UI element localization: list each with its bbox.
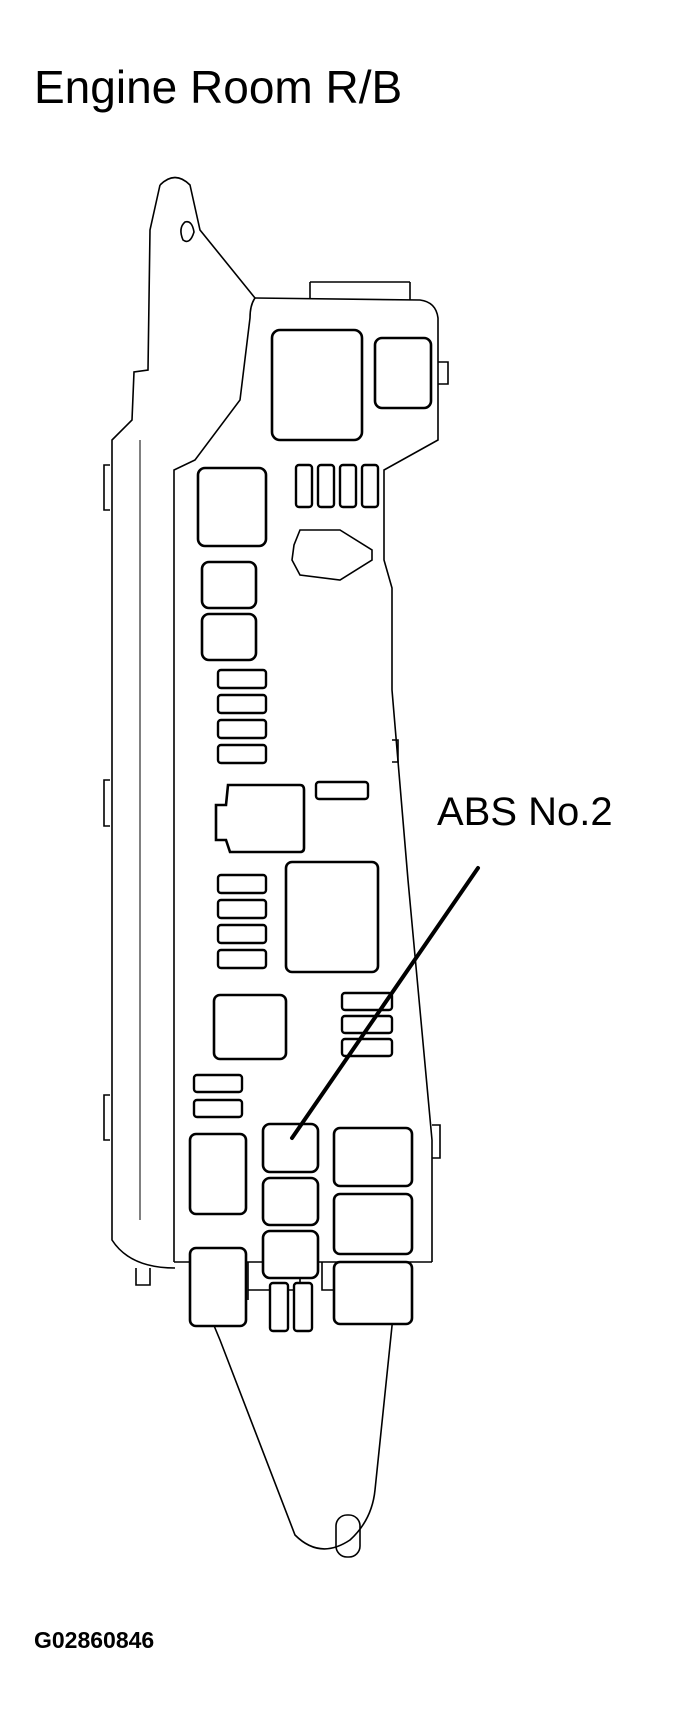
- fuse-middle-small: [314, 780, 370, 801]
- fuse-stack-a-2: [216, 693, 268, 715]
- relay-lower-left: [212, 993, 288, 1061]
- fuse-stack-c-1: [340, 991, 394, 1012]
- callout-leader-line: [290, 866, 480, 1140]
- connector-block: [214, 783, 306, 854]
- fuse-bottom-2: [292, 1281, 314, 1333]
- relay-top-right: [373, 336, 433, 410]
- fuse-stack-a-1: [216, 668, 268, 690]
- figure-id: G02860846: [34, 1627, 155, 1653]
- relay-top-large: [270, 328, 364, 442]
- relay-middle-large: [284, 860, 380, 974]
- fuse-stack-c-3: [340, 1037, 394, 1058]
- fuse-top-2: [316, 463, 336, 509]
- fuse-left-2: [192, 1098, 244, 1119]
- callout-label-abs-no2: ABS No.2: [437, 790, 613, 834]
- relay-bottom-left-2: [188, 1246, 248, 1328]
- fuse-center-2: [261, 1176, 320, 1227]
- fuse-top-3: [338, 463, 358, 509]
- relay-upper-left: [196, 466, 268, 548]
- fuse-stack-b-1: [216, 873, 268, 895]
- relay-left-1: [200, 560, 258, 610]
- fuse-center-3: [261, 1229, 320, 1280]
- fuse-left-1: [192, 1073, 244, 1094]
- relay-bottom-right-2: [332, 1192, 414, 1256]
- fuse-stack-c-2: [340, 1014, 394, 1035]
- fuse-abs-no2: [261, 1122, 320, 1174]
- relay-bottom-right-1: [332, 1126, 414, 1188]
- relay-left-2: [200, 612, 258, 662]
- fuse-stack-a-4: [216, 743, 268, 765]
- relay-bottom-right-3: [332, 1260, 414, 1326]
- fuse-stack-b-4: [216, 948, 268, 970]
- fuse-bottom-1: [268, 1281, 290, 1333]
- fuse-stack-b-3: [216, 923, 268, 945]
- diagram-title: Engine Room R/B: [34, 61, 403, 113]
- fuse-stack-a-3: [216, 718, 268, 740]
- fuse-top-4: [360, 463, 380, 509]
- fuse-top-1: [294, 463, 314, 509]
- relay-bottom-left-1: [188, 1132, 248, 1216]
- fuse-stack-b-2: [216, 898, 268, 920]
